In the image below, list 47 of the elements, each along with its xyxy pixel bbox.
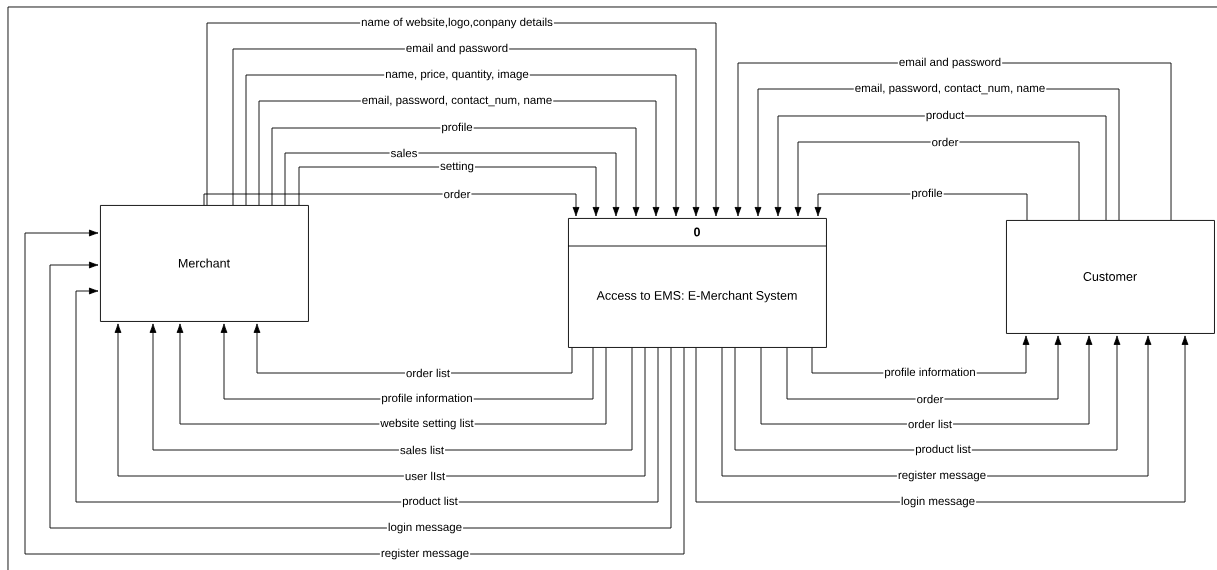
arrow: [695, 335, 1189, 503]
edge-label: login message: [899, 495, 977, 509]
edge-label: profile: [910, 187, 944, 201]
edge-label: order: [442, 188, 472, 200]
edge-label: register message: [896, 469, 988, 483]
edge-label: name of website,logo,conpany details: [360, 16, 554, 30]
edge-label: email and password: [897, 56, 1003, 70]
edge-label: profile information: [883, 366, 977, 380]
arrow: [734, 335, 1121, 451]
arrow: [794, 141, 1080, 221]
edge-label: sales: [389, 147, 419, 159]
edge-label: profile: [440, 121, 474, 135]
arrow: [49, 261, 672, 529]
arrow: [24, 229, 685, 555]
edge-label: product: [924, 109, 966, 123]
edge-label: order: [915, 393, 945, 405]
edge-label: website setting list: [379, 417, 475, 431]
arrow: [814, 193, 1028, 221]
edge-label: sales list: [398, 444, 446, 456]
edge-label: order: [930, 136, 960, 148]
edge-label: product list: [401, 495, 459, 509]
edge-label: order list: [404, 367, 452, 379]
edge-label: register message: [379, 547, 471, 561]
arrow: [75, 287, 659, 503]
edge-label: login message: [386, 521, 464, 535]
edge-label: email, password, contact_num, name: [853, 82, 1047, 96]
arrow: [760, 335, 1093, 425]
process-box: 0 Access to EMS: E-Merchant System: [567, 218, 827, 348]
edge-label: user lIst: [403, 470, 447, 482]
arrow: [203, 193, 580, 217]
arrow: [774, 115, 1107, 221]
arrow: [298, 166, 600, 217]
arrow: [253, 323, 573, 374]
edge-label: email and password: [404, 42, 510, 56]
edge-label: setting: [439, 160, 475, 174]
arrow: [786, 335, 1062, 400]
entity-box: Customer: [1006, 220, 1215, 334]
edge-label: profile information: [380, 392, 474, 406]
arrow: [284, 152, 620, 217]
edge-label: email, password, contact_num, name: [360, 94, 554, 108]
edge-label: order list: [906, 418, 954, 430]
edge-label: name, price, quantity, image: [384, 68, 530, 82]
arrow: [271, 127, 640, 217]
arrow: [149, 323, 633, 451]
arrow: [114, 323, 646, 477]
entity-box: Merchant: [100, 205, 309, 322]
edge-label: product list: [914, 443, 972, 457]
